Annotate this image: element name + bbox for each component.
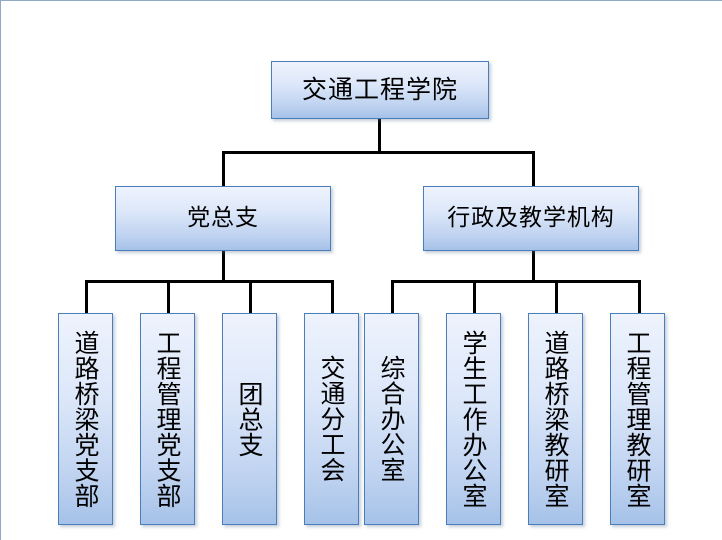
node-road-bridge-teaching[interactable]: 道路桥梁教研室 [528, 313, 583, 525]
node-root-label: 交通工程学院 [301, 74, 458, 104]
connector-level1-bar [222, 151, 535, 154]
node-traffic-union-branch-label: 交通分工会 [317, 355, 346, 483]
node-youth-league-branch[interactable]: 团总支 [222, 313, 277, 525]
connector-to-admin [532, 151, 535, 186]
connector-admin-child-3 [555, 280, 558, 314]
node-admin[interactable]: 行政及教学机构 [423, 186, 639, 251]
connector-admin-child-4 [638, 280, 641, 314]
connector-party-child-3 [249, 280, 252, 314]
node-student-affairs-office-label: 学生工作办公室 [459, 329, 488, 509]
node-general-office[interactable]: 综合办公室 [364, 313, 419, 525]
connector-admin-child-1 [391, 280, 394, 314]
connector-party-child-1 [85, 280, 88, 314]
node-eng-mgmt-teaching[interactable]: 工程管理教研室 [610, 313, 665, 525]
node-root[interactable]: 交通工程学院 [271, 61, 489, 119]
node-student-affairs-office[interactable]: 学生工作办公室 [446, 313, 501, 525]
node-traffic-union-branch[interactable]: 交通分工会 [304, 313, 359, 525]
connector-admin-child-2 [473, 280, 476, 314]
node-eng-mgmt-party-branch-label: 工程管理党支部 [153, 329, 182, 509]
connector-admin-bar [391, 280, 641, 283]
node-youth-league-branch-label: 团总支 [235, 380, 264, 458]
node-general-office-label: 综合办公室 [377, 355, 406, 483]
connector-party-stem [222, 250, 225, 282]
node-eng-mgmt-teaching-label: 工程管理教研室 [623, 329, 652, 509]
connector-admin-stem [532, 250, 535, 282]
connector-to-party [222, 151, 225, 186]
node-admin-label: 行政及教学机构 [447, 205, 615, 232]
node-eng-mgmt-party-branch[interactable]: 工程管理党支部 [140, 313, 195, 525]
node-party[interactable]: 党总支 [115, 186, 331, 251]
connector-root-stem [378, 118, 381, 153]
node-road-bridge-teaching-label: 道路桥梁教研室 [541, 329, 570, 509]
node-road-bridge-party-branch-label: 道路桥梁党支部 [71, 329, 100, 509]
connector-party-child-4 [331, 280, 334, 314]
connector-party-bar [85, 280, 334, 283]
node-road-bridge-party-branch[interactable]: 道路桥梁党支部 [58, 313, 113, 525]
connector-party-child-2 [167, 280, 170, 314]
node-party-label: 党总支 [187, 205, 259, 232]
